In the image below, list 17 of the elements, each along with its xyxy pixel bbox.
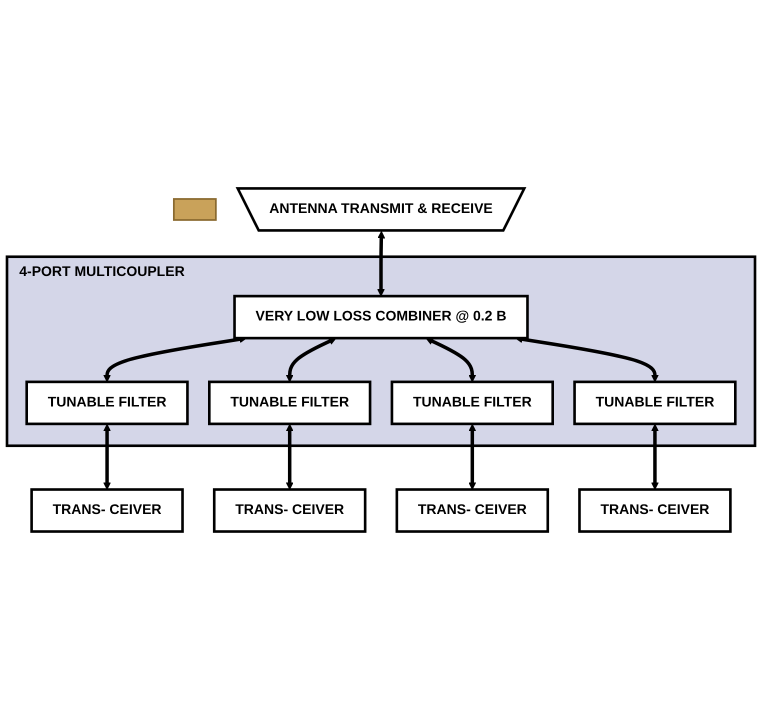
- arrow: [103, 424, 111, 490]
- node-box: TUNABLE FILTER: [25, 380, 189, 426]
- node-box: [172, 198, 217, 221]
- node-box: TUNABLE FILTER: [390, 380, 554, 426]
- arrow: [426, 338, 476, 382]
- node-box: VERY LOW LOSS COMBINER @ 0.2 B: [233, 294, 529, 340]
- arrow: [377, 230, 386, 296]
- node-box: TRANS- CEIVER: [30, 488, 184, 533]
- arrow: [468, 424, 476, 490]
- node-box: TRANS- CEIVER: [396, 488, 550, 533]
- arrow: [286, 424, 294, 490]
- node-box: TRANS- CEIVER: [578, 488, 732, 533]
- node-box: TUNABLE FILTER: [208, 380, 372, 426]
- node-box: TRANS- CEIVER: [212, 488, 366, 533]
- node-box: TUNABLE FILTER: [573, 380, 737, 426]
- arrow: [286, 338, 336, 382]
- arrow: [651, 424, 659, 490]
